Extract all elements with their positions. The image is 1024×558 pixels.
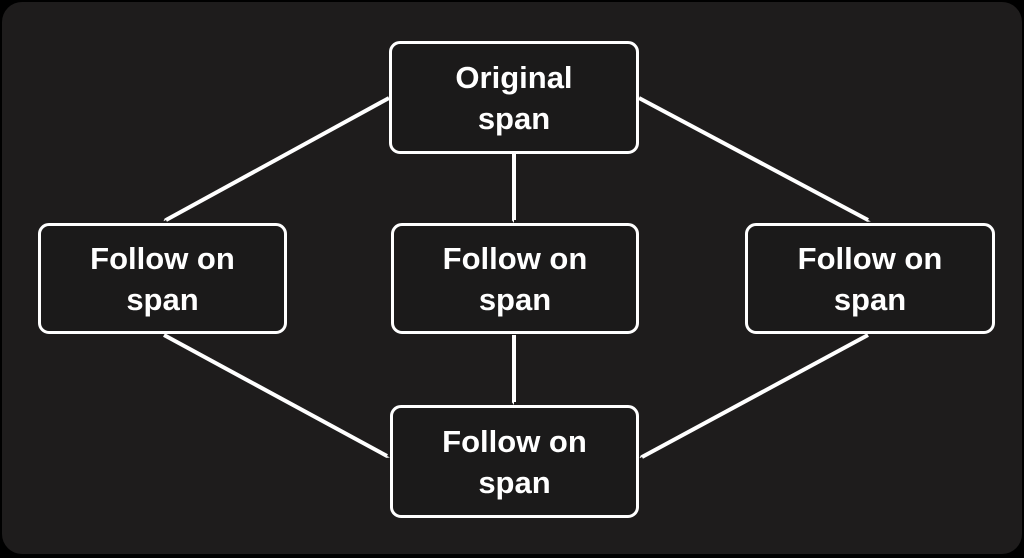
node-label: Follow on span — [442, 240, 588, 317]
node-follow-on-span-left: Follow on span — [38, 223, 287, 334]
edge-original-to-follow-right — [638, 96, 868, 220]
edge-follow-right-to-follow-bottom — [642, 333, 869, 457]
node-follow-on-span-bottom: Follow on span — [390, 405, 639, 518]
node-label: Original span — [455, 59, 573, 136]
node-label: Follow on span — [90, 240, 235, 317]
node-label: Follow on span — [797, 240, 943, 317]
node-label: Follow on span — [442, 423, 587, 500]
node-follow-on-span-right: Follow on span — [745, 223, 995, 334]
node-follow-on-span-center: Follow on span — [391, 223, 639, 334]
edge-follow-left-to-follow-bottom — [163, 333, 387, 456]
node-original-span: Original span — [389, 41, 639, 154]
edge-original-to-follow-left — [166, 96, 390, 220]
